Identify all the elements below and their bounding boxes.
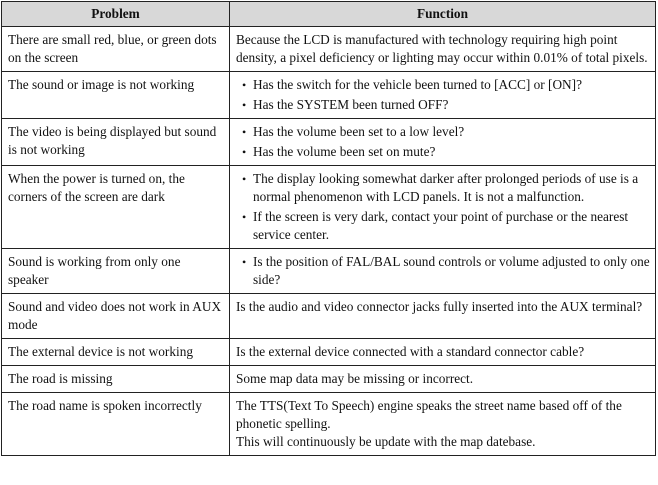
- function-text: Because the LCD is manufactured with tec…: [236, 32, 648, 65]
- bullet-text: Has the volume been set to a low level?: [253, 124, 465, 139]
- table-body: There are small red, blue, or green dots…: [1, 26, 656, 456]
- table-row: The video is being displayed but sound i…: [1, 118, 656, 166]
- troubleshooting-table: Problem Function There are small red, bl…: [1, 1, 656, 456]
- problem-cell: Sound and video does not work in AUX mod…: [1, 293, 230, 339]
- bullet-item: • Has the volume been set on mute?: [236, 143, 650, 161]
- problem-cell: The sound or image is not working: [1, 71, 230, 119]
- function-text: Is the external device connected with a …: [236, 344, 585, 359]
- function-cell: • Has the volume been set to a low level?…: [229, 118, 656, 166]
- bullet-item: • Has the switch for the vehicle been tur…: [236, 76, 650, 94]
- bullet-item: • Is the position of FAL/BAL sound contro…: [236, 253, 650, 289]
- function-cell: • Is the position of FAL/BAL sound contro…: [229, 248, 656, 294]
- bullet-list: • The display looking somewhat darker aft…: [236, 170, 650, 244]
- problem-cell: The video is being displayed but sound i…: [1, 118, 230, 166]
- problem-cell: Sound is working from only one speaker: [1, 248, 230, 294]
- table-row: Sound is working from only one speaker • I…: [1, 248, 656, 294]
- function-column-header: Function: [229, 1, 656, 27]
- problem-cell: When the power is turned on, the corners…: [1, 165, 230, 249]
- table-row: The road is missing Some map data may be …: [1, 365, 656, 393]
- bullet-list: • Has the switch for the vehicle been tur…: [236, 76, 650, 114]
- bullet-icon: •: [242, 210, 247, 224]
- function-cell: • The display looking somewhat darker aft…: [229, 165, 656, 249]
- table-row: The external device is not working Is the…: [1, 338, 656, 366]
- problem-cell: The road name is spoken incorrectly: [1, 392, 230, 456]
- function-cell: Is the audio and video connector jacks f…: [229, 293, 656, 339]
- problem-cell: There are small red, blue, or green dots…: [1, 26, 230, 72]
- function-cell: Because the LCD is manufactured with tec…: [229, 26, 656, 72]
- function-text: Some map data may be missing or incorrec…: [236, 371, 474, 386]
- bullet-item: • The display looking somewhat darker aft…: [236, 170, 650, 206]
- bullet-icon: •: [242, 125, 247, 139]
- function-cell: • Has the switch for the vehicle been tur…: [229, 71, 656, 119]
- bullet-text: If the screen is very dark, contact your…: [253, 209, 629, 242]
- bullet-text: Has the SYSTEM been turned OFF?: [253, 97, 449, 112]
- bullet-icon: •: [242, 172, 247, 186]
- problem-column-header: Problem: [1, 1, 230, 27]
- bullet-text: The display looking somewhat darker afte…: [253, 171, 639, 204]
- function-text: This will continuously be update with th…: [236, 434, 536, 449]
- bullet-list: • Is the position of FAL/BAL sound contro…: [236, 253, 650, 289]
- function-cell: Is the external device connected with a …: [229, 338, 656, 366]
- table-row: The sound or image is not working • Has th…: [1, 71, 656, 119]
- function-cell: The TTS(Text To Speech) engine speaks th…: [229, 392, 656, 456]
- function-cell: Some map data may be missing or incorrec…: [229, 365, 656, 393]
- function-text: Is the audio and video connector jacks f…: [236, 299, 643, 314]
- bullet-icon: •: [242, 145, 247, 159]
- bullet-item: • Has the volume been set to a low level?: [236, 123, 650, 141]
- function-text: The TTS(Text To Speech) engine speaks th…: [236, 398, 622, 431]
- bullet-icon: •: [242, 255, 247, 269]
- bullet-text: Is the position of FAL/BAL sound control…: [253, 254, 650, 287]
- table-row: There are small red, blue, or green dots…: [1, 26, 656, 72]
- bullet-icon: •: [242, 98, 247, 112]
- table-header-row: Problem Function: [1, 1, 656, 27]
- bullet-icon: •: [242, 78, 247, 92]
- bullet-list: • Has the volume been set to a low level?…: [236, 123, 650, 161]
- bullet-item: • If the screen is very dark, contact you…: [236, 208, 650, 244]
- bullet-text: Has the switch for the vehicle been turn…: [253, 77, 582, 92]
- problem-cell: The road is missing: [1, 365, 230, 393]
- bullet-item: • Has the SYSTEM been turned OFF?: [236, 96, 650, 114]
- problem-cell: The external device is not working: [1, 338, 230, 366]
- table-row: Sound and video does not work in AUX mod…: [1, 293, 656, 339]
- table-row: When the power is turned on, the corners…: [1, 165, 656, 249]
- bullet-text: Has the volume been set on mute?: [253, 144, 436, 159]
